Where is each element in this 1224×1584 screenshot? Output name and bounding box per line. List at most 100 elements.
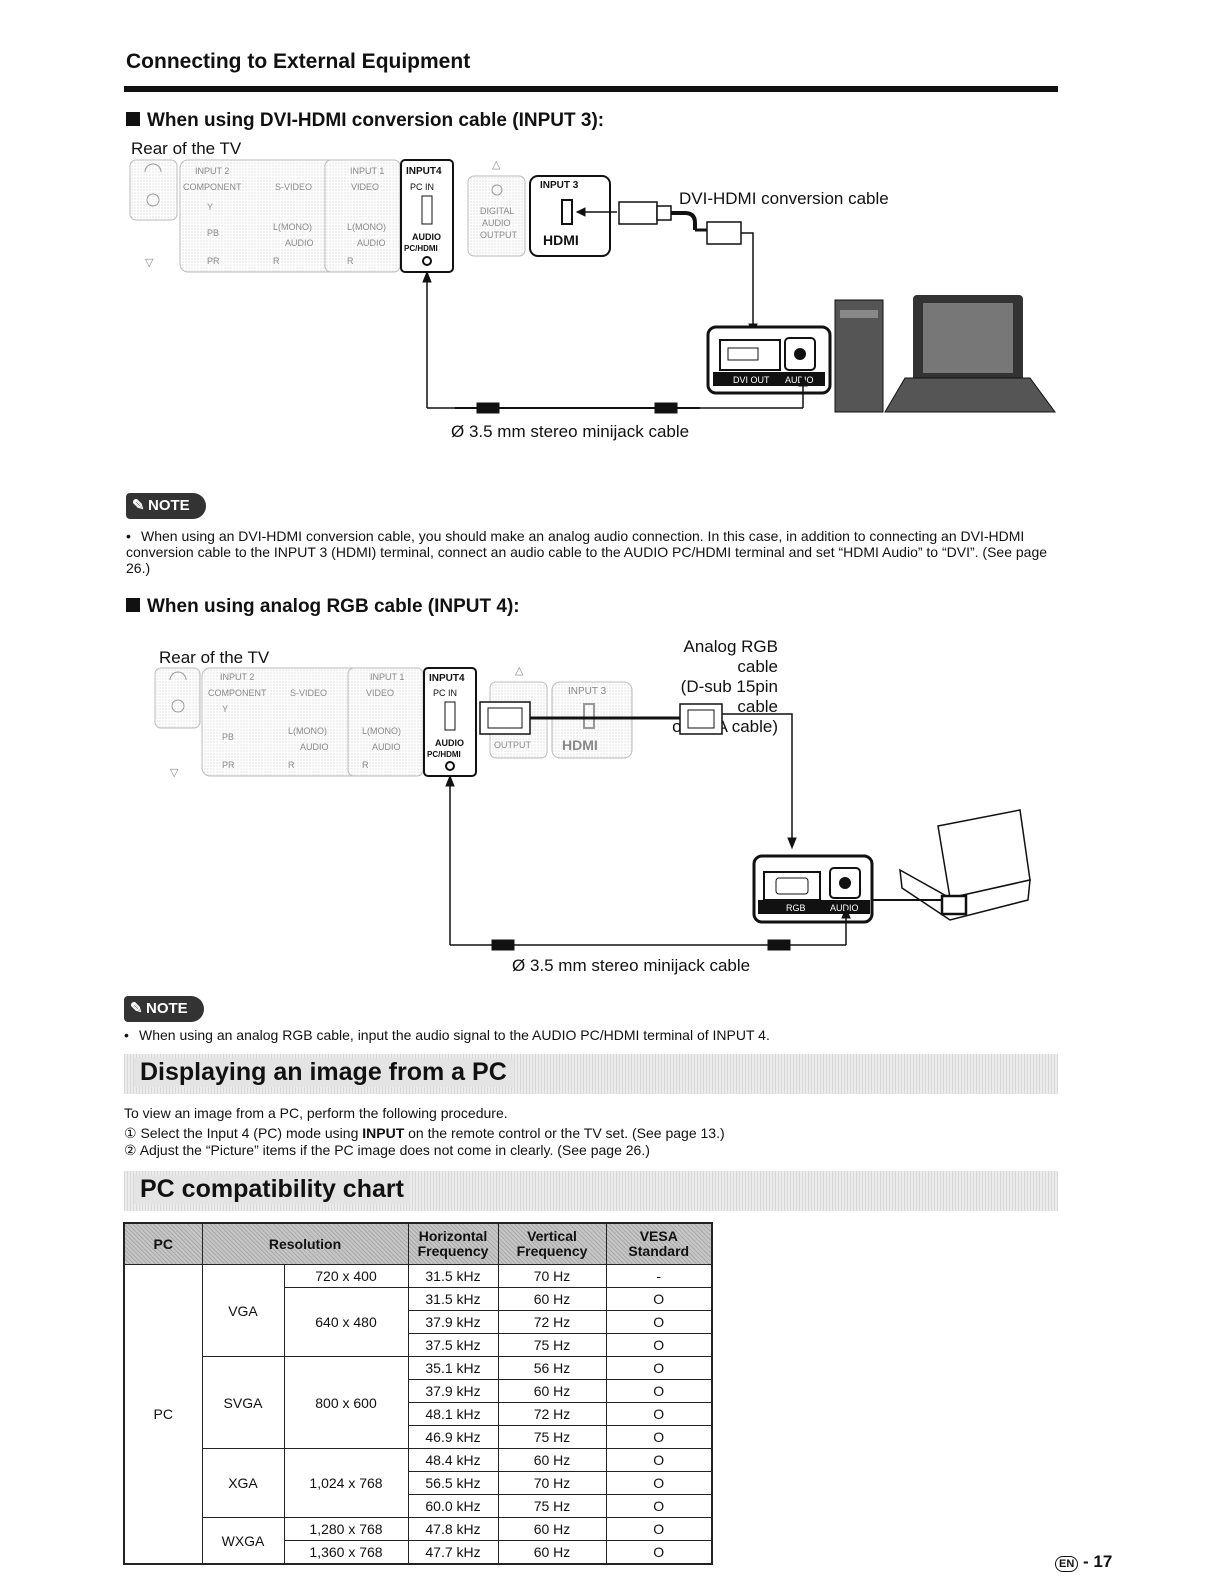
vesa-cell: O (605, 1471, 713, 1495)
chart-section-band: PC compatibility chart (124, 1171, 1058, 1211)
vga-cable (479, 701, 797, 850)
res-720x400: 720 x 400 (283, 1264, 409, 1288)
vesa-cell: O (605, 1379, 713, 1403)
svg-text:△: △ (515, 665, 524, 677)
square-bullet-icon (126, 598, 140, 612)
port-rgb: RGB (786, 903, 806, 913)
note-1: •When using an DVI-HDMI conversion cable… (126, 528, 1056, 576)
svg-text:▽: ▽ (170, 767, 179, 779)
group-vga: VGA (201, 1264, 285, 1357)
panel-svideo: S-VIDEO (275, 182, 312, 192)
language-badge: EN (1055, 1556, 1079, 1572)
rear-tv-label-2: Rear of the TV (159, 648, 270, 667)
bullet: • (124, 1027, 129, 1043)
res-1024x768: 1,024 x 768 (283, 1448, 409, 1518)
step-1-text-b: on the remote control or the TV set. (Se… (404, 1125, 725, 1141)
note-badge-1: ✎NOTE (126, 493, 206, 519)
dvi-hdmi-cable (575, 201, 758, 334)
group-wxga: WXGA (201, 1517, 285, 1565)
panel-audio: AUDIO (412, 232, 441, 242)
vfreq-cell: 70 Hz (497, 1471, 607, 1495)
laptop-icon (872, 809, 1031, 921)
note-2: •When using an analog RGB cable, input t… (124, 1027, 1054, 1043)
panel2-audio: AUDIO (435, 738, 464, 748)
vfreq-cell: 60 Hz (497, 1379, 607, 1403)
hfreq-cell: 47.8 kHz (407, 1517, 499, 1541)
group-xga: XGA (201, 1448, 285, 1518)
minijack-cable (422, 270, 808, 414)
hfreq-cell: 60.0 kHz (407, 1494, 499, 1518)
vfreq-cell: 60 Hz (497, 1517, 607, 1541)
panel2-r: R (288, 760, 295, 770)
panel2-input3: INPUT 3 (568, 686, 607, 697)
vesa-cell: O (605, 1310, 713, 1334)
vfreq-cell: 60 Hz (497, 1287, 607, 1311)
chart-section-title: PC compatibility chart (134, 1175, 410, 1204)
step-1-text-a: Select the Input 4 (PC) mode using (140, 1125, 363, 1141)
laptop-port-box: RGB AUDIO (752, 854, 874, 924)
res-640x480: 640 x 480 (283, 1287, 409, 1357)
dvi-connection-diagram: INPUT 2 COMPONENT S-VIDEO VIDEO INPUT 1 … (129, 159, 1056, 414)
port-audio: AUDIO (785, 375, 814, 385)
tv-rear-panel-2: INPUT 2 COMPONENT S-VIDEO VIDEO INPUT 1 … (154, 665, 633, 779)
step-2-text: Adjust the “Picture” items if the PC ima… (139, 1142, 650, 1158)
page-number-text: - 17 (1083, 1552, 1113, 1571)
panel-r: R (273, 256, 280, 266)
vfreq-cell: 72 Hz (497, 1310, 607, 1334)
panel2-pcin: PC IN (433, 688, 457, 698)
panel2-pb: PB (222, 732, 234, 742)
tv-rear-panel: INPUT 2 COMPONENT S-VIDEO VIDEO INPUT 1 … (129, 159, 611, 273)
vfreq-cell: 75 Hz (497, 1425, 607, 1449)
step-2-number: ② (124, 1142, 137, 1158)
bullet: • (126, 528, 131, 544)
port-audio-2: AUDIO (830, 903, 859, 913)
panel-audio-small-2: AUDIO (357, 238, 386, 248)
step-1-number: ① (124, 1125, 137, 1141)
vesa-cell: O (605, 1402, 713, 1426)
res-1360x768: 1,360 x 768 (283, 1540, 409, 1565)
note-badge-text: NOTE (148, 497, 190, 514)
panel-pcin: PC IN (410, 182, 434, 192)
rgb-connection-diagram: INPUT 2 COMPONENT S-VIDEO VIDEO INPUT 1 … (154, 665, 1031, 951)
step-1-input-bold: INPUT (362, 1125, 405, 1141)
vfreq-cell: 70 Hz (497, 1264, 607, 1288)
square-bullet-icon (126, 112, 140, 126)
hfreq-cell: 31.5 kHz (407, 1264, 499, 1288)
section-rgb-title: When using analog RGB cable (INPUT 4): (126, 596, 520, 618)
page-header-title: Connecting to External Equipment (126, 50, 471, 73)
vesa-cell: O (605, 1448, 713, 1472)
panel-input2: INPUT 2 (195, 166, 229, 176)
vfreq-cell: 72 Hz (497, 1402, 607, 1426)
vfreq-cell: 56 Hz (497, 1356, 607, 1380)
panel-pchdmi: PC/HDMI (404, 244, 438, 253)
vesa-cell: O (605, 1494, 713, 1518)
panel-audio-small: AUDIO (285, 238, 314, 248)
panel2-output: OUTPUT (494, 740, 532, 750)
vesa-cell: O (605, 1425, 713, 1449)
header-rule (124, 86, 1058, 92)
vfreq-cell: 60 Hz (497, 1540, 607, 1565)
panel2-input2: INPUT 2 (220, 672, 254, 682)
hfreq-cell: 37.5 kHz (407, 1333, 499, 1357)
rgb-cable-label-line1: Analog RGB cable (683, 637, 779, 676)
panel2-y: Y (222, 704, 228, 714)
dvi-cable-label: DVI-HDMI conversion cable (679, 189, 889, 208)
display-step-2: ② Adjust the “Picture” items if the PC i… (124, 1141, 650, 1159)
svg-text:▽: ▽ (145, 257, 154, 269)
panel-hdmi: HDMI (543, 232, 579, 248)
hfreq-cell: 37.9 kHz (407, 1310, 499, 1334)
panel-digital: DIGITAL (480, 206, 514, 216)
panel2-r-2: R (362, 760, 369, 770)
hfreq-cell: 47.7 kHz (407, 1540, 499, 1565)
